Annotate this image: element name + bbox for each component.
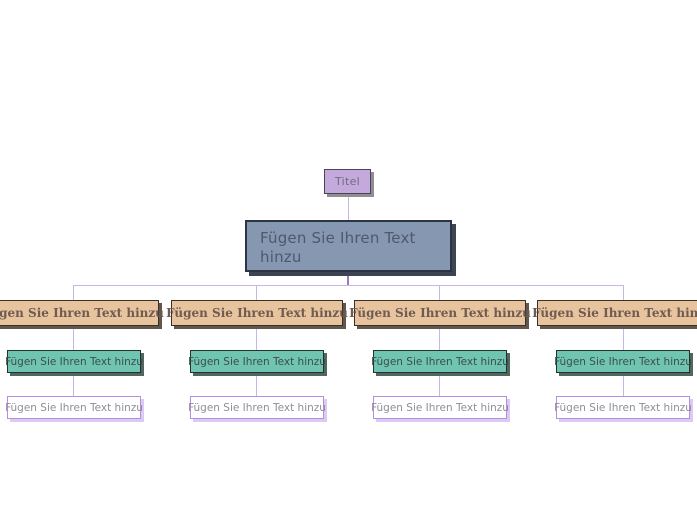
- branch-3-level-3-node[interactable]: Fügen Sie Ihren Text hinzu: [371, 396, 509, 419]
- connector-l1-l2-branch-4: [623, 326, 624, 350]
- connector-l1-l2-branch-1: [73, 326, 74, 350]
- branch-4-level-3-node[interactable]: Fügen Sie Ihren Text hinzu: [554, 396, 692, 419]
- branch-1-level-2-node[interactable]: Fügen Sie Ihren Text hinzu: [5, 350, 143, 373]
- root-node-titel[interactable]: Titel: [324, 169, 371, 194]
- connector-branch-rail: [73, 285, 624, 286]
- branch-4-level-2-node[interactable]: Fügen Sie Ihren Text hinzu: [554, 350, 692, 373]
- branch-3-level-1-node[interactable]: Fügen Sie Ihren Text hinzu: [349, 300, 531, 326]
- branch-1-level-1-node[interactable]: Fügen Sie Ihren Text hinzu: [0, 300, 164, 326]
- connector-l2-l3-branch-2: [256, 373, 257, 396]
- main-topic-node[interactable]: Fügen Sie Ihren Text hinzu: [245, 220, 452, 272]
- branch-3-level-2-node[interactable]: Fügen Sie Ihren Text hinzu: [371, 350, 509, 373]
- connector-l1-l2-branch-2: [256, 326, 257, 350]
- connector-main-to-rail: [347, 272, 349, 285]
- connector-rail-to-branch-1: [73, 285, 74, 300]
- connector-rail-to-branch-2: [256, 285, 257, 300]
- branch-2-level-3-node[interactable]: Fügen Sie Ihren Text hinzu: [188, 396, 326, 419]
- connector-rail-to-branch-3: [439, 285, 440, 300]
- connector-l1-l2-branch-3: [439, 326, 440, 350]
- branch-4-level-1-node[interactable]: Fügen Sie Ihren Text hinzu: [532, 300, 697, 326]
- branch-2-level-2-node[interactable]: Fügen Sie Ihren Text hinzu: [188, 350, 326, 373]
- connector-l2-l3-branch-1: [73, 373, 74, 396]
- connector-root-to-main: [348, 194, 349, 220]
- branch-2-level-1-node[interactable]: Fügen Sie Ihren Text hinzu: [166, 300, 348, 326]
- branch-1-level-3-node[interactable]: Fügen Sie Ihren Text hinzu: [5, 396, 143, 419]
- connector-rail-to-branch-4: [623, 285, 624, 300]
- connector-l2-l3-branch-3: [439, 373, 440, 396]
- connector-l2-l3-branch-4: [623, 373, 624, 396]
